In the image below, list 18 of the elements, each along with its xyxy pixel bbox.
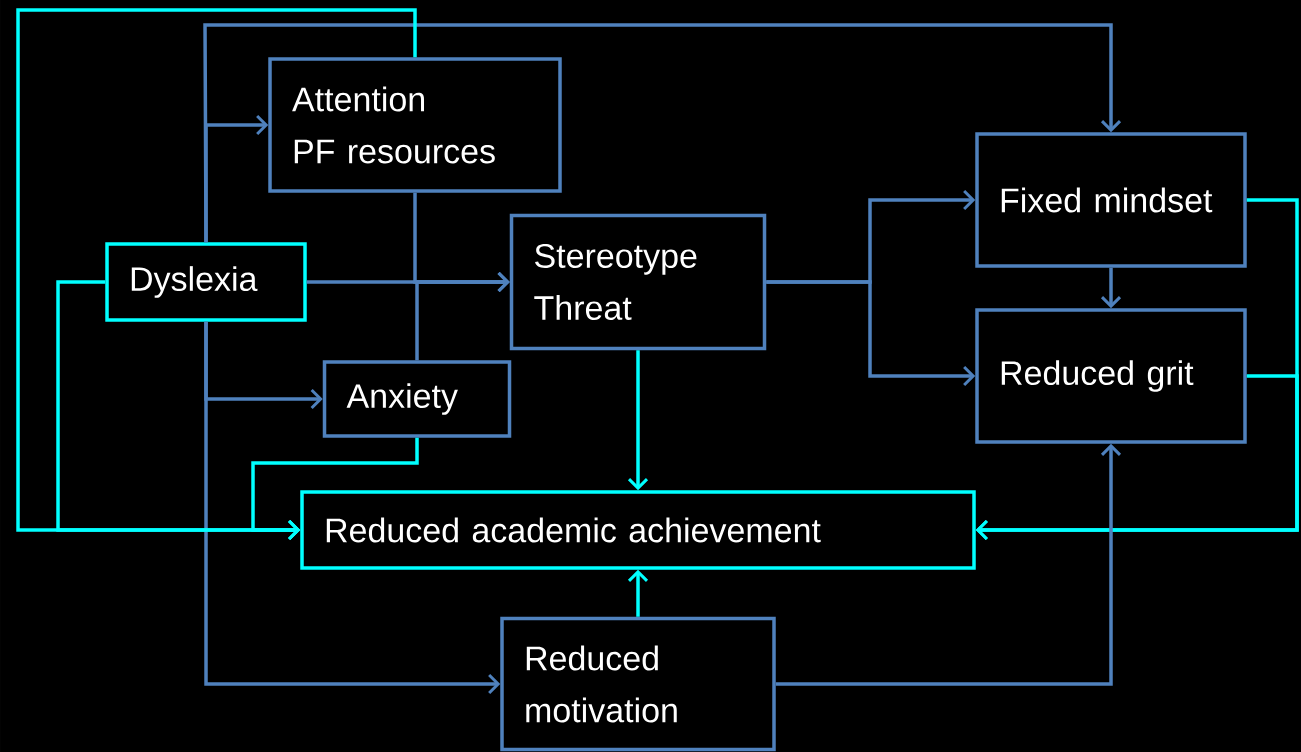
- process-box: Reduced academic achievement: [300, 490, 976, 570]
- arrow: [415, 271, 510, 361]
- process-box: Stereotype Threat: [509, 213, 767, 351]
- process-box: Dyslexia: [105, 242, 307, 322]
- process-box: Reduced grit: [975, 308, 1247, 444]
- process-box: Attention PF resources: [268, 57, 562, 193]
- process-box: Reduced motivation: [500, 616, 776, 752]
- arrow: [775, 443, 1122, 686]
- arrow: [203, 23, 1122, 243]
- process-box: Fixed mindset: [975, 132, 1247, 268]
- arrow: [251, 437, 419, 541]
- arrow: [204, 321, 501, 695]
- arrow: [766, 280, 976, 387]
- arrow: [627, 350, 649, 491]
- process-box: Anxiety: [322, 360, 512, 438]
- arrow: [1100, 267, 1122, 309]
- arrow: [627, 569, 649, 617]
- arrow: [975, 374, 1299, 541]
